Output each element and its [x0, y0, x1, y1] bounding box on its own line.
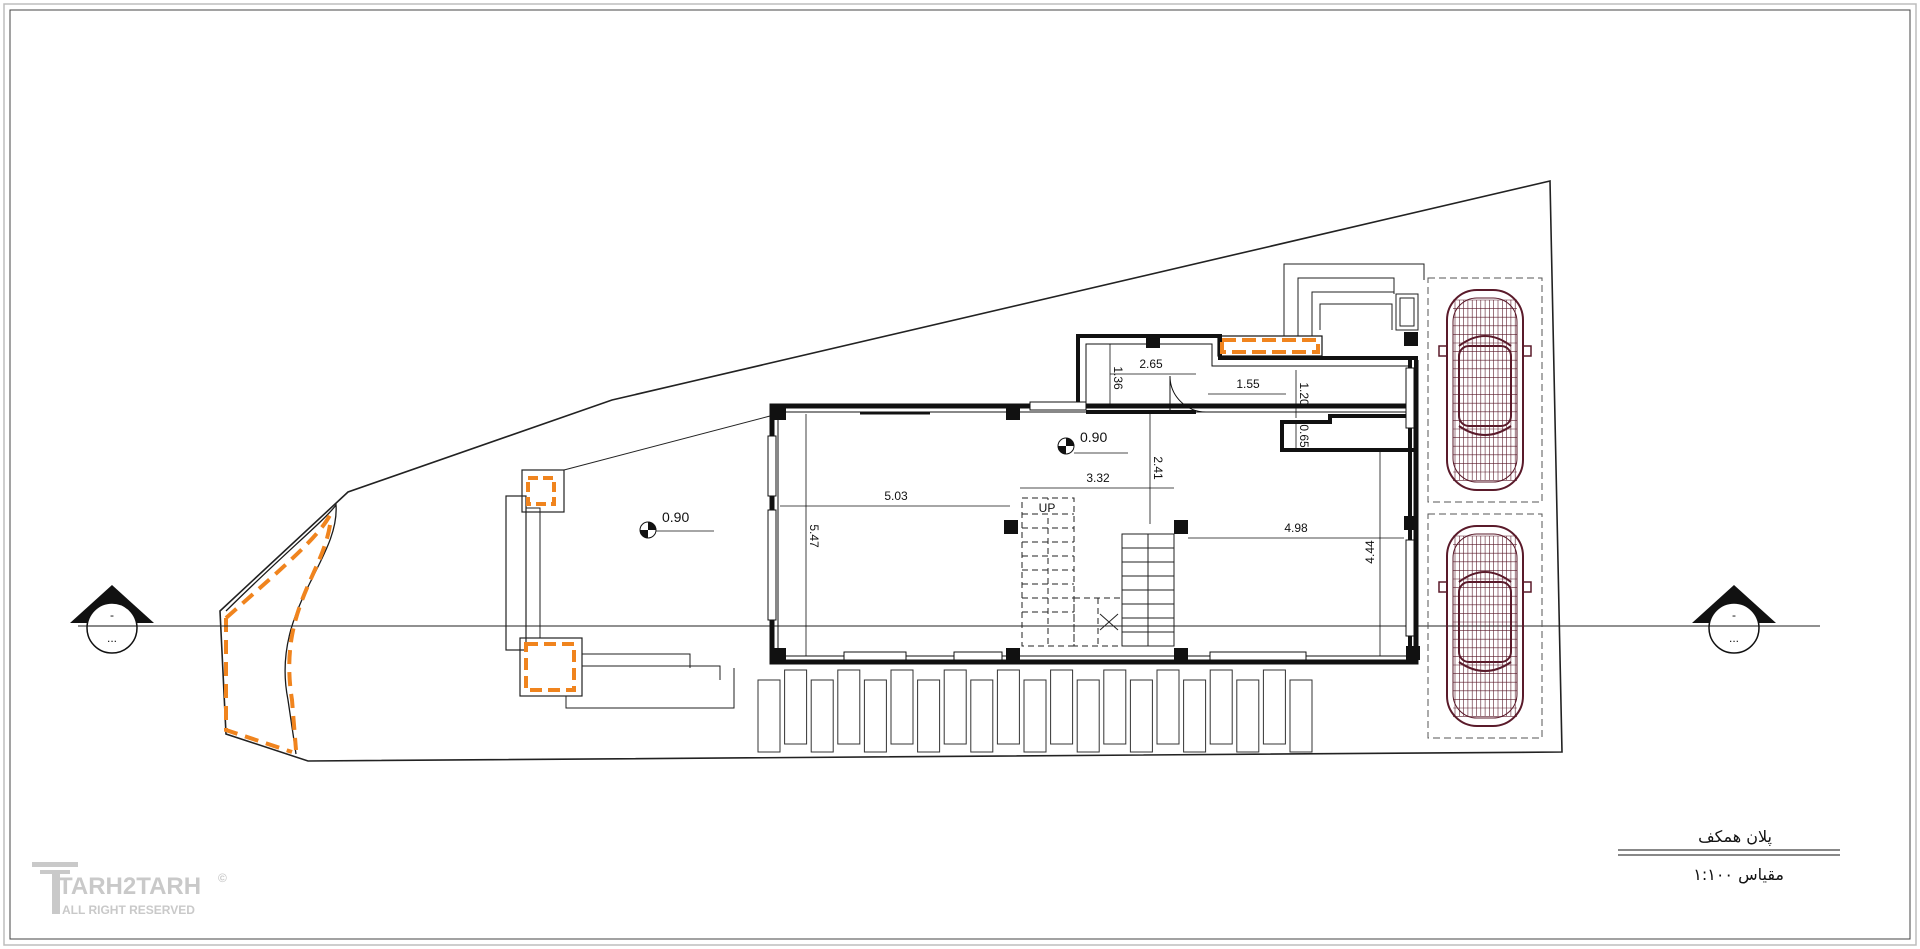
paving-slab — [1103, 669, 1127, 745]
dimension-label: 1.55 — [1236, 377, 1260, 391]
paving-slab — [1209, 669, 1233, 745]
paving-slab — [970, 679, 994, 753]
dimension-label: 2.41 — [1151, 456, 1165, 480]
section-marker-bottom: ... — [107, 631, 117, 645]
stair-up-label: UP — [1039, 501, 1056, 515]
dimension-label: 4.44 — [1363, 540, 1377, 564]
paving-slab — [810, 679, 834, 753]
section-marker-top: - — [110, 608, 114, 622]
parking-area — [1427, 277, 1543, 739]
level-marker-hall: 0.90 — [1057, 429, 1128, 455]
paving-slab — [996, 669, 1020, 745]
dimension-label: 4.98 — [1284, 521, 1308, 535]
dimension-label: 5.47 — [807, 524, 821, 548]
paving-slab — [837, 669, 861, 745]
paving-slab — [917, 679, 941, 753]
title-block: پلان همکف مقیاس ۱:۱۰۰ — [1618, 827, 1840, 884]
rear-steps — [1283, 263, 1425, 336]
paving-slab — [1129, 679, 1153, 753]
paving-slab — [1183, 679, 1207, 753]
dimension-label: 1.20 — [1297, 382, 1311, 406]
tarh2tarh-logo: TARH2TARH ALL RIGHT RESERVED © — [32, 862, 227, 917]
planter-box — [1217, 335, 1323, 357]
paving-slabs — [757, 669, 1313, 753]
parked-car — [1438, 289, 1532, 491]
paving-slab — [1236, 679, 1260, 753]
paving-slab — [863, 679, 887, 753]
section-marker-bottom: ... — [1729, 631, 1739, 645]
drawing-scale: مقیاس ۱:۱۰۰ — [1693, 865, 1784, 884]
inner-frame — [9, 9, 1911, 940]
section-marker-left: - ... — [70, 585, 154, 654]
paving-slab — [890, 669, 914, 745]
paving-slab — [1076, 679, 1100, 753]
section-marker-right: - ... — [1692, 585, 1776, 654]
paving-slab — [1156, 669, 1180, 745]
dimension-label: 0.65 — [1297, 424, 1311, 448]
garden-path — [224, 503, 337, 755]
structural-columns — [772, 332, 1420, 662]
dimension-lines: 2.65 1.36 1.55 1.20 0.65 2.41 3.32 5.03 … — [780, 344, 1404, 656]
dimension-label: 1.36 — [1111, 366, 1125, 390]
paving-slab — [1050, 669, 1074, 745]
outer-frame — [3, 3, 1917, 946]
door-swing — [1169, 375, 1207, 413]
dimension-label: 2.65 — [1139, 357, 1163, 371]
paving-slab — [1289, 679, 1313, 753]
parked-car — [1438, 525, 1532, 727]
section-marker-top: - — [1732, 608, 1736, 622]
dimension-label: 5.03 — [884, 489, 908, 503]
paving-slab — [1023, 679, 1047, 753]
logo-tagline: ALL RIGHT RESERVED — [62, 903, 195, 917]
logo-copyright-symbol: © — [218, 871, 227, 885]
drawing-title: پلان همکف — [1698, 827, 1772, 847]
level-marker-yard: 0.90 — [639, 509, 714, 539]
level-value: 0.90 — [662, 509, 689, 525]
paving-slab — [1262, 669, 1286, 745]
paving-slab — [757, 679, 781, 753]
building-walls — [769, 334, 1419, 665]
entrance-platform — [505, 415, 771, 709]
windows — [767, 367, 1415, 661]
logo-name: TARH2TARH — [58, 873, 201, 900]
level-value: 0.90 — [1080, 429, 1107, 445]
paving-slab — [943, 669, 967, 745]
paving-slab — [784, 669, 808, 745]
dimension-label: 3.32 — [1086, 471, 1110, 485]
staircase: UP — [1021, 497, 1175, 647]
